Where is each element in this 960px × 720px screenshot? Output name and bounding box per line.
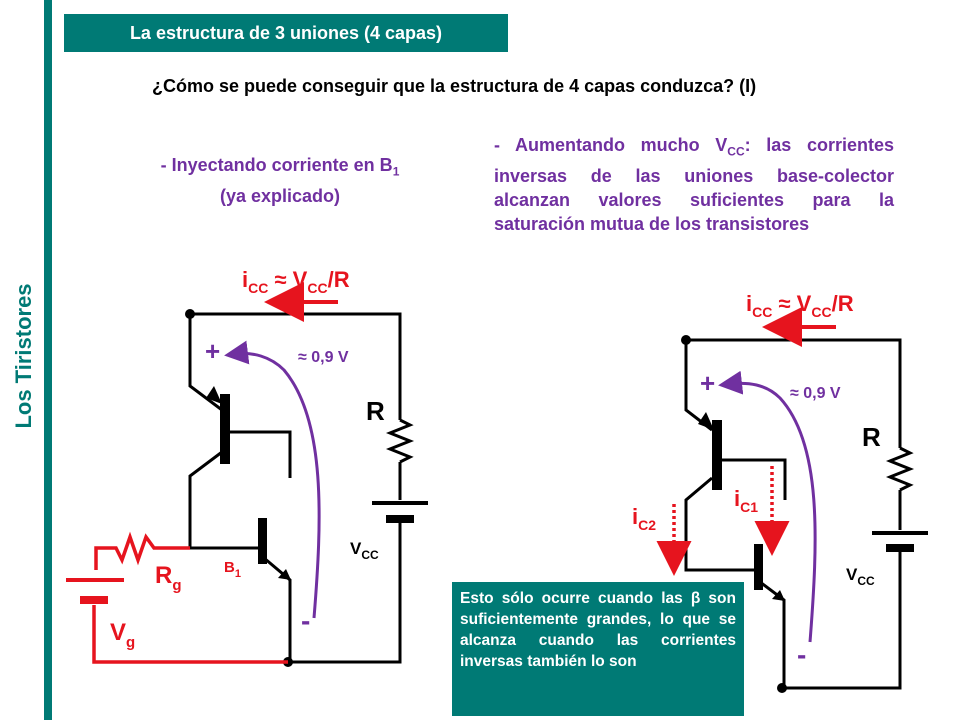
note-box: Esto sólo ocurre cuando las β son sufici… bbox=[452, 582, 744, 716]
left-npn-base-bar bbox=[258, 518, 267, 564]
method-high-vcc-rest: : las corrientes inversas de las uniones… bbox=[494, 135, 894, 234]
right-icc-label: iCC ≈ VCC/R bbox=[746, 291, 854, 320]
right-npn-base-bar bbox=[754, 544, 763, 590]
left-plus-label: + bbox=[205, 336, 220, 366]
left-pnp-emitter-arrow bbox=[206, 386, 222, 404]
right-plus-label: + bbox=[700, 368, 715, 398]
method-high-vcc-prefix: - Aumentando mucho V bbox=[494, 135, 728, 155]
right-voltage-label: ≈ 0,9 V bbox=[790, 385, 841, 402]
left-resistor bbox=[385, 418, 415, 464]
slide-title: La estructura de 3 uniones (4 capas) bbox=[64, 14, 508, 52]
left-vcc-battery bbox=[372, 501, 428, 523]
left-icc-label: iCC ≈ VCC/R bbox=[242, 267, 350, 296]
right-ic2-label: iC2 bbox=[632, 504, 656, 533]
right-circuit: iCC ≈ VCC/R ≈ 0,9 V + - R VCC iC1 iC2 bbox=[632, 291, 928, 693]
right-ic1-label: iC1 bbox=[734, 486, 758, 515]
right-node-top bbox=[681, 335, 691, 345]
method-injection-line1: - Inyectando corriente en B bbox=[160, 155, 393, 175]
left-b1-label: B1 bbox=[224, 559, 241, 580]
sidebar bbox=[0, 0, 58, 720]
left-vcc-label: VCC bbox=[350, 539, 379, 562]
left-npn-emitter-arrow bbox=[278, 569, 291, 580]
left-vg-label: Vg bbox=[110, 619, 135, 651]
right-r-label: R bbox=[862, 422, 881, 452]
method-injection-line2: (ya explicado) bbox=[219, 185, 341, 206]
method-high-vcc: - Aumentando mucho VCC: las corrientes i… bbox=[494, 133, 894, 236]
left-minus-label: - bbox=[301, 605, 310, 636]
right-pnp-emitter-arrow bbox=[698, 412, 714, 430]
right-vcc-label: VCC bbox=[846, 565, 875, 588]
question-text: ¿Cómo se puede conseguir que la estructu… bbox=[152, 76, 757, 96]
right-wires bbox=[684, 338, 902, 690]
left-r-label: R bbox=[366, 396, 385, 426]
right-resistor bbox=[885, 446, 915, 492]
method-high-vcc-sub: CC bbox=[727, 144, 745, 159]
right-voltage-arrow bbox=[718, 370, 817, 643]
left-gate-circuit bbox=[92, 531, 288, 664]
right-node-bottom bbox=[777, 683, 787, 693]
left-pnp-base-bar bbox=[220, 394, 230, 464]
left-wires bbox=[188, 312, 402, 664]
left-circuit: iCC ≈ VCC/R ≈ 0,9 V + - R VCC B1 Rg Vg bbox=[66, 267, 428, 667]
right-vcc-battery bbox=[872, 531, 928, 552]
right-minus-label: - bbox=[797, 639, 806, 670]
method-injection: - Inyectando corriente en B1 (ya explica… bbox=[100, 153, 460, 208]
left-node-top bbox=[185, 309, 195, 319]
sidebar-divider bbox=[44, 0, 52, 720]
method-injection-sub: 1 bbox=[392, 164, 400, 179]
right-npn-emitter-arrow bbox=[772, 590, 785, 601]
left-rg-label: Rg bbox=[155, 562, 182, 594]
left-voltage-arrow bbox=[224, 340, 321, 619]
left-voltage-label: ≈ 0,9 V bbox=[298, 349, 349, 366]
right-pnp-base-bar bbox=[712, 420, 722, 490]
